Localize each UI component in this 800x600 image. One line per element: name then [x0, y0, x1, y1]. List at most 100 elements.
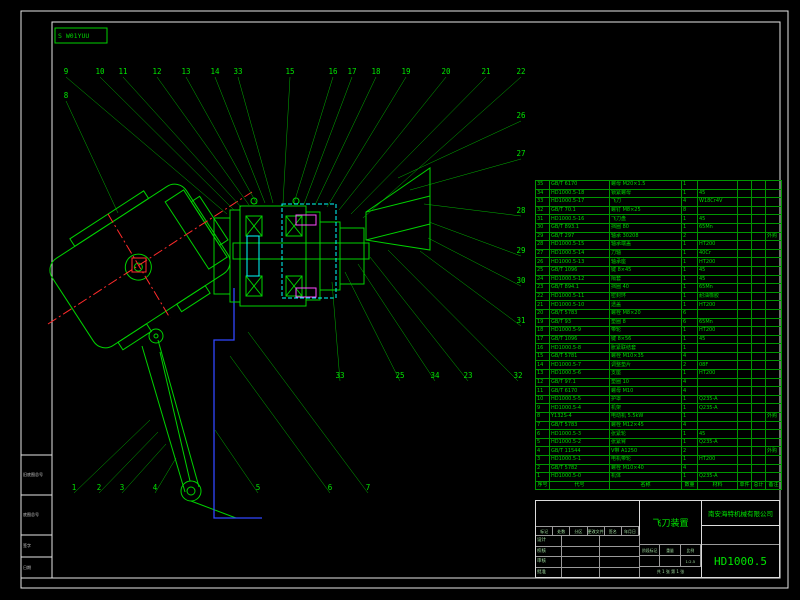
- bom-cell: 21: [535, 300, 550, 310]
- bom-cell: HD1000.5-5: [549, 394, 610, 405]
- sign-cell: [562, 535, 600, 546]
- bom-cell: 螺栓 M12×45: [609, 420, 682, 431]
- bom-cell: 1: [681, 274, 698, 285]
- balloon-number: 30: [516, 276, 526, 285]
- margin-label: 签字: [23, 542, 31, 548]
- bom-cell: 数量: [681, 480, 698, 491]
- bom-cell: 16: [535, 343, 550, 353]
- bom-cell: [751, 472, 766, 482]
- bom-cell: [737, 437, 752, 448]
- bom-cell: HT200: [697, 455, 738, 465]
- bom-cell: 1: [681, 248, 698, 259]
- stamp-text: S W01YUU: [58, 32, 89, 40]
- bom-cell: 螺栓 M8×20: [609, 308, 682, 319]
- bom-cell: [751, 248, 766, 259]
- rev-label: 分区: [570, 526, 588, 535]
- bom-cell: [751, 420, 766, 431]
- bom-cell: 外购: [765, 231, 782, 242]
- bom-cell: [751, 197, 766, 207]
- bom-cell: [765, 343, 782, 353]
- balloon-number: 15: [285, 67, 294, 76]
- bom-cell: 胀紧联结套: [609, 343, 682, 353]
- bom-cell: GB/T 93: [549, 317, 610, 328]
- sign-cell: [562, 556, 600, 567]
- bom-cell: [697, 205, 738, 216]
- bom-cell: HD1000.5-10: [549, 300, 610, 310]
- balloon-number: 12: [152, 67, 161, 76]
- bom-cell: 轴承端盖: [609, 240, 682, 250]
- bom-cell: GB/T 11544: [549, 446, 610, 456]
- rev-label: 年月日: [621, 526, 640, 535]
- bom-cell: 垫圈 8: [609, 317, 682, 328]
- stage-value: [640, 555, 661, 566]
- bom-cell: [751, 257, 766, 267]
- bom-cell: [751, 386, 766, 396]
- leader-line: [247, 331, 369, 494]
- bom-cell: HD1000.5-11: [549, 291, 610, 302]
- bom-cell: 2: [681, 360, 698, 371]
- bom-cell: 23: [535, 283, 550, 293]
- bom-cell: HD1000.5-7: [549, 360, 610, 371]
- bom-cell: [697, 412, 738, 422]
- bom-cell: [751, 300, 766, 310]
- bom-cell: [765, 377, 782, 388]
- bom-cell: Q235-A: [697, 403, 738, 414]
- bom-cell: 65Mn: [697, 283, 738, 293]
- bom-cell: [765, 455, 782, 465]
- bom-cell: 18: [535, 326, 550, 336]
- leader-line: [214, 76, 266, 204]
- bom-cell: [765, 463, 782, 474]
- bom-cell: [697, 308, 738, 319]
- bom-cell: 挡圈 80: [609, 222, 682, 233]
- sign-label: 审核: [536, 556, 562, 567]
- bom-cell: GB/T 5783: [549, 420, 610, 431]
- bom-cell: 2: [681, 446, 698, 456]
- bom-cell: 08F: [697, 360, 738, 371]
- balloon-number: 21: [481, 67, 490, 76]
- bom-cell: 7: [535, 420, 550, 431]
- bom-cell: [751, 446, 766, 456]
- bom-cell: Q235-A: [697, 472, 738, 482]
- bom-cell: HD1000.5-17: [549, 197, 610, 207]
- bom-cell: [765, 326, 782, 336]
- bom-cell: 1: [681, 283, 698, 293]
- bom-cell: 1: [681, 472, 698, 482]
- bom-cell: HT200: [697, 300, 738, 310]
- bom-cell: [751, 283, 766, 293]
- sign-label: 设计: [536, 535, 562, 546]
- bom-cell: GB/T 97.1: [549, 377, 610, 388]
- bom-cell: [697, 351, 738, 362]
- balloon-number: 23: [463, 371, 472, 380]
- balloon-number: 26: [516, 111, 526, 120]
- bom-cell: 4: [681, 386, 698, 396]
- bom-cell: [765, 265, 782, 276]
- bom-cell: 8: [681, 205, 698, 216]
- balloon-number: 29: [516, 246, 525, 255]
- balloon-number: 34: [430, 371, 440, 380]
- bom-cell: 单件: [737, 480, 752, 491]
- leader-line: [344, 271, 401, 382]
- leader-line: [282, 76, 291, 204]
- bom-cell: 33: [535, 197, 550, 207]
- bom-header-row: 序号代号名称数量材料单件总计备注: [535, 480, 782, 491]
- bom-cell: 20: [535, 308, 550, 319]
- bom-cell: [751, 455, 766, 465]
- bom-cell: 1: [681, 343, 698, 353]
- stage-label: 阶段标记: [640, 544, 661, 555]
- balloon-number: 32: [513, 371, 522, 380]
- drawing-title: 飞刀装置: [652, 519, 689, 529]
- bom-cell: [751, 437, 766, 448]
- bom-cell: [751, 394, 766, 405]
- bom-cell: 外购: [765, 412, 782, 422]
- leader-line: [156, 76, 250, 206]
- bom-cell: [737, 248, 752, 259]
- rev-label: 签名: [604, 526, 622, 535]
